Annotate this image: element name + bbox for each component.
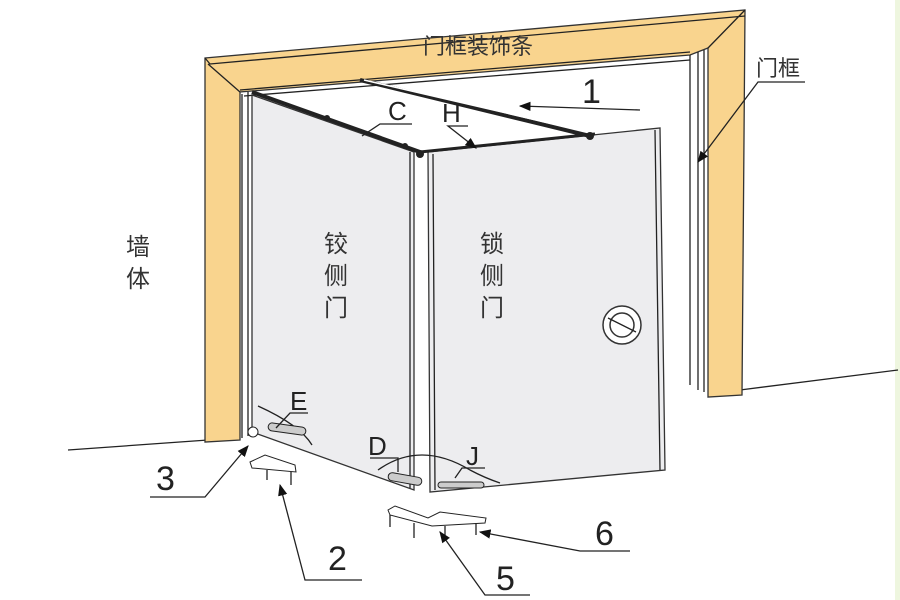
label-lock-door-2: 侧	[480, 262, 504, 290]
label-hinge-door-1: 铰	[324, 230, 348, 258]
floor-bracket-5-6	[387, 505, 487, 538]
label-lock-door-1: 锁	[480, 230, 504, 258]
top-track-c	[251, 90, 421, 154]
callout-d: D	[368, 431, 387, 461]
frame-bevel	[204, 9, 746, 93]
top-track-1	[359, 78, 591, 138]
callout-j: J	[466, 441, 479, 471]
callout-2: 2	[328, 540, 347, 578]
label-frame: 门框	[756, 57, 800, 82]
top-rail-h	[419, 132, 596, 154]
floor-pivot-bracket-2	[249, 454, 297, 485]
label-frame-trim: 门框装饰条	[423, 35, 533, 60]
label-hinge-door-3: 门	[324, 294, 348, 322]
callout-h: H	[442, 98, 461, 128]
label-lock-door-3: 门	[480, 294, 504, 322]
callout-1: 1	[582, 73, 601, 111]
door-handle-icon	[602, 305, 642, 345]
floor-line-left	[67, 439, 209, 451]
frame-left-jamb	[241, 92, 249, 438]
hinge-side-door	[251, 94, 415, 491]
callout-3: 3	[156, 460, 175, 498]
label-hinge-door-2: 侧	[324, 262, 348, 290]
callout-e: E	[290, 386, 307, 416]
label-wall-2: 体	[126, 265, 150, 293]
floor-line-right	[739, 369, 899, 391]
callout-6: 6	[595, 515, 614, 553]
door-frame-trim	[204, 9, 746, 443]
callout-c: C	[388, 96, 407, 126]
callout-5: 5	[496, 560, 515, 598]
frame-head	[239, 51, 691, 97]
label-wall-1: 墙	[126, 233, 150, 261]
page-edge	[895, 0, 900, 600]
frame-right-jamb	[689, 50, 705, 392]
